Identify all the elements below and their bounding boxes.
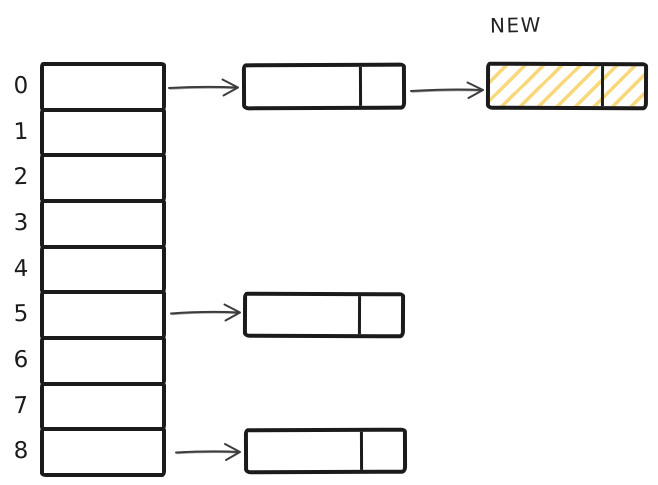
arrow-bucket8-to-node: [175, 443, 241, 461]
bucket-row: 4: [2, 244, 166, 295]
bucket-cell: [40, 199, 166, 249]
chain-node-new: [485, 61, 649, 111]
node-data-cell: [246, 295, 362, 335]
arrow-bucket0-to-node: [168, 78, 239, 97]
bucket-row: 1: [2, 107, 166, 158]
bucket-cell: [40, 244, 166, 295]
arrow-node-to-new: [410, 81, 484, 99]
bucket-cell: [40, 62, 166, 112]
arrow-shaft: [170, 310, 240, 315]
bucket-cell: [40, 107, 166, 158]
bucket-row: 5: [2, 290, 166, 341]
bucket-index-label: 4: [13, 255, 29, 283]
chain-node-bucket8: [243, 427, 408, 475]
node-next-pointer-cell: [604, 66, 644, 106]
bucket-row: 2: [2, 153, 166, 204]
chain-node-bucket5: [242, 291, 406, 339]
arrow-shaft-sketch: [176, 451, 239, 455]
arrow-bucket5-to-node: [170, 303, 241, 322]
arrow-shaft: [175, 450, 240, 454]
bucket-cell: [40, 427, 166, 478]
arrow-head: [221, 78, 239, 97]
bucket-row: 6: [2, 336, 166, 386]
arrow-head: [223, 303, 241, 322]
node-data-cell: [247, 431, 364, 471]
bucket-row: 0: [2, 62, 166, 112]
arrow-head: [224, 443, 241, 461]
node-next-pointer-cell: [361, 296, 401, 334]
new-node-label: NEW: [489, 12, 543, 38]
bucket-row: 8: [2, 427, 166, 478]
bucket-row: 3: [2, 199, 166, 249]
bucket-cell: [40, 381, 166, 432]
arrow-shaft: [410, 88, 483, 92]
bucket-row: 7: [2, 381, 166, 432]
bucket-index-label: 0: [13, 73, 29, 100]
arrow-head: [466, 81, 484, 99]
bucket-cell: [40, 290, 166, 341]
node-next-pointer-cell: [363, 432, 403, 470]
arrow-shaft: [168, 85, 238, 89]
node-next-pointer-cell: [362, 67, 402, 106]
bucket-index-label: 7: [13, 392, 29, 420]
bucket-index-label: 8: [13, 438, 29, 465]
bucket-array: 0 1 2 3 4 5 6 7 8: [2, 62, 166, 478]
bucket-index-label: 1: [13, 118, 29, 146]
bucket-index-label: 3: [13, 210, 29, 237]
node-data-cell: [489, 65, 605, 107]
bucket-cell: [40, 336, 166, 386]
bucket-index-label: 2: [13, 164, 29, 191]
chain-node-bucket0: [241, 62, 407, 111]
node-data-cell: [245, 66, 363, 107]
arrow-shaft-sketch: [169, 87, 237, 90]
bucket-index-label: 6: [13, 347, 29, 374]
bucket-cell: [40, 153, 166, 204]
arrow-shaft-sketch: [171, 312, 239, 316]
arrow-shaft-sketch: [411, 90, 482, 93]
bucket-index-label: 5: [13, 301, 29, 328]
